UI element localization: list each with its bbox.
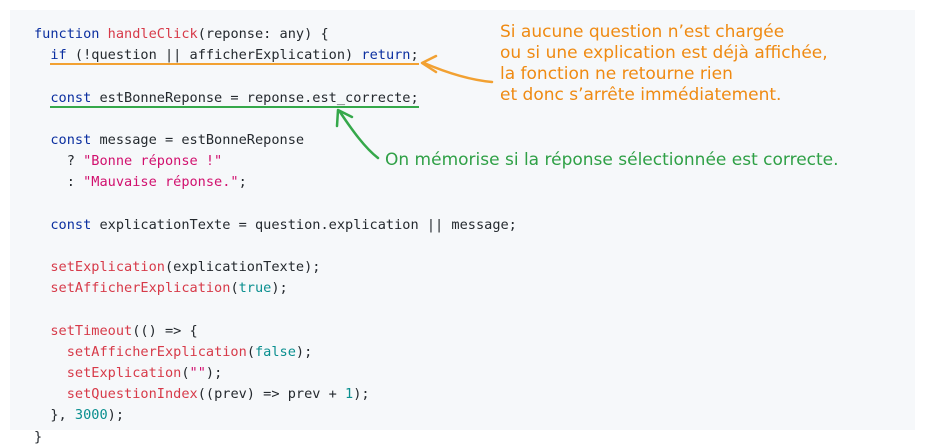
code-token: "Mauvaise réponse." (83, 174, 239, 191)
code-token: (explicationTexte); (164, 259, 321, 276)
code-token: } (34, 428, 43, 445)
code-token: setAfficherExplication (66, 343, 247, 360)
code-token: false (255, 343, 296, 360)
code-token: const (50, 131, 92, 148)
code-indent (34, 280, 50, 296)
code-token: setQuestionIndex (66, 386, 198, 403)
code-block: function handleClick(reponse: any) { if … (34, 24, 517, 448)
underlined-code-green: const estBonneReponse = reponse.est_corr… (50, 89, 419, 108)
annotation-green-line: On mémorise si la réponse sélectionnée e… (385, 150, 839, 170)
code-token: (() => { (132, 322, 198, 339)
code-token: ); (107, 407, 125, 424)
code-token: ; (410, 47, 419, 64)
code-token: setExplication (66, 365, 182, 381)
code-line: const message = estBonneReponse (34, 130, 517, 151)
code-token: "Bonne réponse !" (83, 153, 223, 170)
code-line: if (!question || afficherExplication) re… (34, 45, 517, 66)
code-token: 1 (345, 386, 354, 403)
code-token: 3000 (74, 407, 108, 424)
code-line: const explicationTexte = question.explic… (34, 215, 517, 236)
code-line (34, 194, 517, 215)
code-token: return (361, 47, 411, 64)
code-token: estBonneReponse = reponse.est_correcte; (91, 89, 419, 106)
code-line: setTimeout(() => { (34, 321, 517, 342)
code-line: function handleClick(reponse: any) { (34, 24, 517, 45)
code-line: setAfficherExplication(true); (34, 278, 517, 299)
code-line: setExplication(""); (34, 363, 517, 384)
code-line (34, 66, 517, 87)
code-token: : (34, 174, 84, 191)
code-token: handleClick (107, 26, 198, 42)
code-token: function (34, 26, 108, 42)
code-token: ); (295, 343, 313, 360)
code-line (34, 299, 517, 320)
code-line: setAfficherExplication(false); (34, 342, 517, 363)
code-token: const (50, 89, 92, 106)
code-indent (34, 47, 50, 63)
code-token: setExplication (50, 259, 165, 276)
code-indent (34, 365, 67, 381)
annotation-orange-line: Si aucune question n’est chargée (500, 22, 785, 42)
code-token: ); (205, 365, 223, 381)
code-indent (34, 217, 50, 233)
code-token: const (50, 216, 92, 233)
code-line: ? "Bonne réponse !" (34, 151, 517, 172)
code-token: true (238, 280, 272, 297)
code-line: setQuestionIndex((prev) => prev + 1); (34, 384, 517, 405)
code-token: ); (353, 386, 370, 403)
annotation-green: On mémorise si la réponse sélectionnée e… (385, 150, 839, 171)
code-token: message = estBonneReponse (91, 131, 305, 148)
annotation-orange-line: la fonction ne retourne rien (500, 64, 733, 84)
code-line (34, 109, 517, 130)
code-indent (34, 386, 67, 402)
code-line: setExplication(explicationTexte); (34, 257, 517, 278)
code-token: ((prev) => prev + (197, 386, 346, 403)
code-token: ( (181, 365, 190, 381)
code-indent (34, 90, 50, 106)
code-indent (34, 259, 50, 275)
code-token: }, (34, 407, 75, 424)
code-indent (34, 323, 50, 339)
code-token: ); (271, 280, 288, 297)
code-token: ( (230, 280, 239, 297)
code-line: : "Mauvaise réponse."; (34, 172, 517, 193)
annotation-orange-line: ou si une explication est déjà affichée, (500, 43, 828, 63)
code-token: (!question || afficherExplication) (66, 47, 362, 64)
code-line: const estBonneReponse = reponse.est_corr… (34, 88, 517, 109)
code-line: }, 3000); (34, 405, 517, 426)
code-line: } (34, 427, 517, 448)
code-token: setAfficherExplication (50, 280, 231, 297)
code-token: ; (238, 174, 247, 191)
code-token: explicationTexte = question.explication … (91, 216, 517, 233)
code-indent (34, 132, 50, 148)
code-line (34, 236, 517, 257)
code-token: setTimeout (50, 322, 133, 339)
code-token: "" (189, 365, 206, 381)
code-token: ? (34, 153, 84, 170)
underlined-code-orange: if (!question || afficherExplication) re… (50, 47, 419, 66)
code-token: if (50, 47, 67, 64)
code-token: ( (246, 343, 255, 360)
code-token: (reponse: any) { (197, 26, 329, 42)
annotation-orange-line: et donc s’arrête immédiatement. (500, 85, 782, 105)
code-indent (34, 344, 67, 360)
